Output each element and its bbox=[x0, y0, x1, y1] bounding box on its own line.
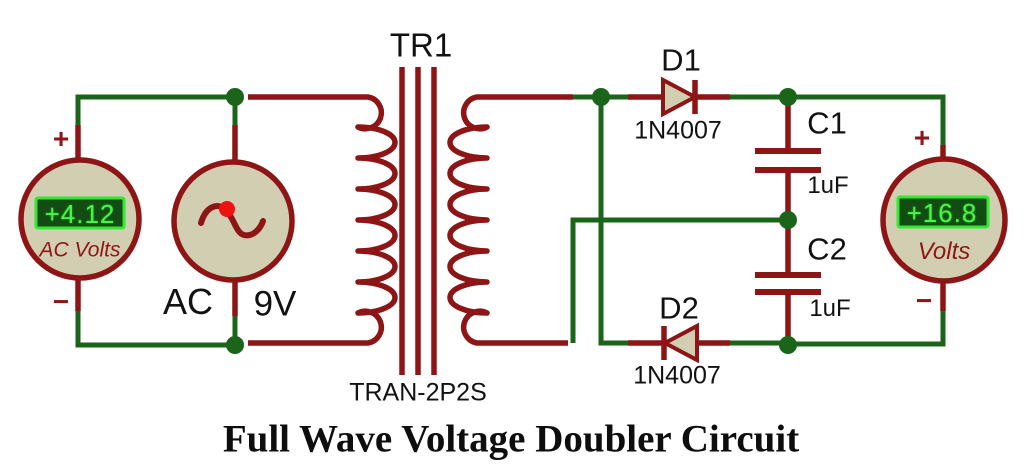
junction-dot bbox=[226, 336, 244, 354]
voltmeter-left-unit-label: AC Volts bbox=[39, 238, 121, 262]
transformer-model-label: TRAN-2P2S bbox=[349, 378, 487, 407]
transformer-ref-label: TR1 bbox=[389, 26, 453, 64]
voltmeter-right-minus-sign: − bbox=[915, 285, 933, 316]
primary-winding bbox=[248, 94, 398, 346]
voltmeter-left-lcd bbox=[34, 196, 126, 230]
voltmeter-right-lcd bbox=[896, 195, 990, 229]
c2-value-label: 1uF bbox=[809, 295, 851, 322]
wire-secondary-bottom-to-capmid bbox=[570, 217, 788, 343]
c1-ref-label: C1 bbox=[807, 105, 847, 141]
sine-marker-dot bbox=[219, 201, 235, 217]
junction-dot bbox=[779, 88, 797, 106]
transformer-tr1 bbox=[248, 67, 573, 375]
pins-maroon bbox=[75, 94, 946, 346]
diode-d2-triangle bbox=[660, 322, 699, 364]
sine-wave-icon bbox=[198, 203, 266, 239]
junction-dot bbox=[226, 88, 244, 106]
d2-model-label: 1N4007 bbox=[633, 361, 721, 390]
ac-source-name-label: AC bbox=[162, 281, 214, 322]
d2-ref-label: D2 bbox=[659, 290, 699, 326]
diode-d1 bbox=[661, 76, 700, 118]
capacitor-c1 bbox=[755, 148, 821, 173]
d1-model-label: 1N4007 bbox=[634, 116, 722, 145]
junction-dots bbox=[226, 88, 797, 354]
voltmeter-left-plus-sign: + bbox=[52, 123, 70, 154]
diode-d2 bbox=[660, 322, 699, 364]
voltmeter-right-plus-sign: + bbox=[913, 122, 931, 153]
voltmeter-right-reading: +16.8 bbox=[906, 198, 978, 228]
c2-ref-label: C2 bbox=[807, 231, 847, 267]
transformer-core bbox=[399, 67, 437, 375]
ac-source bbox=[171, 159, 295, 283]
wire-bottom-right bbox=[788, 309, 946, 347]
d1-ref-label: D1 bbox=[661, 42, 701, 78]
secondary-winding bbox=[447, 94, 573, 346]
ac-source-value-label: 9V bbox=[253, 284, 297, 324]
junction-dot bbox=[779, 336, 797, 354]
wire-vm1-top bbox=[75, 94, 235, 130]
voltmeter-left-reading: +4.12 bbox=[44, 199, 116, 229]
wire-vm1-bottom bbox=[75, 309, 236, 348]
page-title: Full Wave Voltage Doubler Circuit bbox=[222, 417, 800, 461]
voltmeter-left bbox=[18, 157, 142, 281]
c1-value-label: 1uF bbox=[807, 172, 849, 199]
wire-top-right bbox=[788, 94, 946, 148]
voltmeter-left-minus-sign: − bbox=[52, 286, 70, 317]
voltmeter-right-unit-label: Volts bbox=[917, 238, 971, 265]
junction-dot bbox=[592, 88, 610, 106]
diode-d1-triangle bbox=[661, 76, 700, 118]
voltmeter-right bbox=[880, 156, 1008, 284]
junction-dot bbox=[779, 211, 797, 229]
capacitor-c2 bbox=[755, 272, 821, 295]
